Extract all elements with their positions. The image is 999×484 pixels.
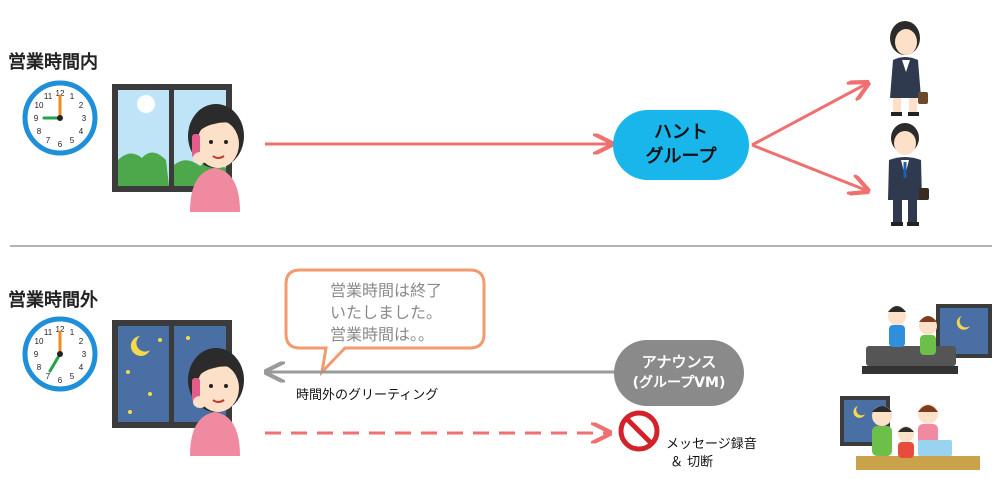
svg-text:9: 9 [34, 350, 39, 359]
caller-woman-icon [188, 348, 244, 456]
fanout-arrow-upper [751, 83, 868, 147]
greeting-edge-label: 時間外のグリーティング [296, 388, 439, 403]
agent-woman-icon [890, 21, 928, 116]
announce-node-shape [614, 340, 744, 406]
hunt-group-node: ハント グループ [613, 110, 749, 180]
prohibited-icon [618, 410, 660, 452]
svg-text:2: 2 [79, 337, 84, 346]
svg-text:2: 2 [79, 101, 84, 110]
agent-man-icon [888, 123, 929, 226]
svg-text:11: 11 [44, 328, 53, 337]
after-hours-title: 営業時間外 [8, 290, 98, 311]
svg-text:3: 3 [82, 350, 87, 359]
svg-text:8: 8 [37, 127, 42, 136]
svg-text:1: 1 [70, 328, 75, 337]
svg-text:10: 10 [35, 101, 44, 110]
svg-text:1: 1 [70, 92, 75, 101]
in-hours-title: 営業時間内 [8, 52, 98, 73]
caller-woman-icon [188, 104, 244, 212]
svg-text:6: 6 [58, 376, 63, 385]
hunt-group-label-line2: グループ [645, 146, 717, 167]
bubble-line3: 営業時間は。。 [330, 325, 435, 344]
svg-text:10: 10 [35, 337, 44, 346]
svg-text:8: 8 [37, 363, 42, 372]
message-record-line1: メッセージ録音 [666, 437, 757, 452]
svg-text:5: 5 [70, 372, 75, 381]
bubble-line1: 営業時間は終了 [330, 281, 443, 300]
svg-text:4: 4 [79, 127, 84, 136]
svg-text:12: 12 [56, 325, 65, 334]
svg-text:6: 6 [58, 140, 63, 149]
hunt-group-node-shape [613, 110, 749, 180]
bubble-line2: いたしました。 [330, 303, 443, 322]
hunt-group-label-line1: ハント [654, 122, 708, 143]
svg-text:4: 4 [79, 363, 84, 372]
svg-text:12: 12 [56, 89, 65, 98]
fanout-arrow-lower [751, 143, 868, 191]
family-treadmill-icon [862, 304, 992, 374]
family-computer-icon [840, 396, 980, 470]
message-record-line2: ＆ 切断 [670, 455, 714, 470]
svg-text:5: 5 [70, 136, 75, 145]
svg-text:11: 11 [44, 92, 53, 101]
announce-node: アナウンス (グループVM) [614, 340, 744, 406]
svg-text:9: 9 [34, 114, 39, 123]
svg-text:7: 7 [46, 136, 51, 145]
greeting-bubble-text: 営業時間は終了 いたしました。 営業時間は。。 [330, 280, 442, 346]
announce-label-line1: アナウンス [641, 353, 717, 371]
greeting-speech-bubble [284, 268, 486, 377]
announce-label-line2: (グループVM) [632, 375, 726, 391]
message-record-label: メッセージ録音 ＆ 切断 [666, 436, 757, 472]
svg-text:7: 7 [46, 372, 51, 381]
svg-text:3: 3 [82, 114, 87, 123]
